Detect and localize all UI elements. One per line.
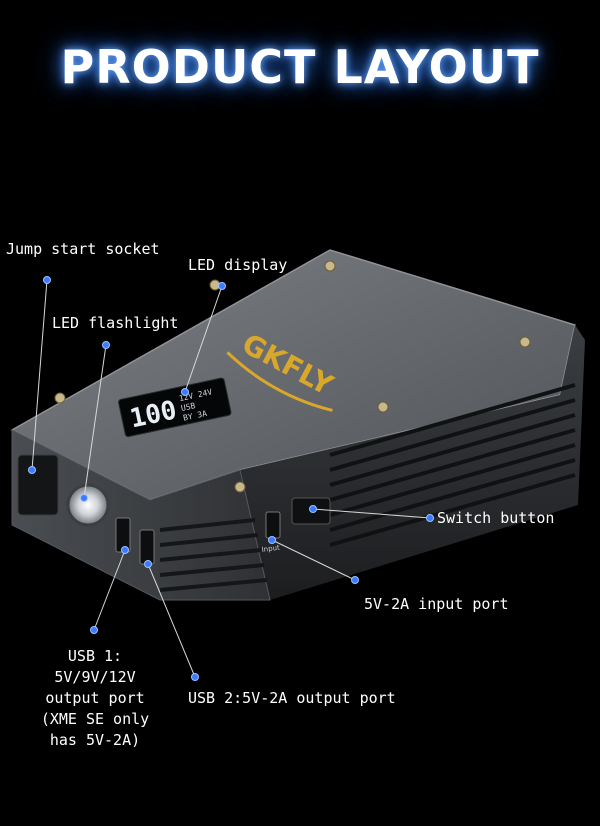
label-usb1-line2: 5V/9V/12V (54, 668, 136, 686)
label-usb1-line1: USB 1: (67, 647, 123, 665)
jump-start-socket (17, 454, 59, 516)
pointer-usb2 (144, 560, 152, 568)
led-display-screen: 100 12V 24V USB BY 3A (118, 377, 232, 438)
pointer-flashlight (80, 494, 88, 502)
usb-port-2 (139, 529, 155, 565)
pointer-switch-end (426, 514, 434, 522)
pointer-usb1 (121, 546, 129, 554)
label-usb1-line5: has 5V-2A) (49, 731, 141, 749)
side-ribs (329, 383, 576, 547)
front-ribs (159, 518, 268, 592)
input-port (265, 511, 281, 539)
label-jump-start-socket: Jump start socket (6, 240, 160, 258)
input-port-label: Input (261, 544, 280, 554)
pointer-switch (309, 505, 317, 513)
pointer-usb1-end (90, 626, 98, 634)
pointer-input (268, 536, 276, 544)
label-input-port: 5V-2A input port (364, 595, 509, 613)
pointer-led-display (181, 388, 189, 396)
pointer-jump-start-top (43, 276, 51, 284)
screws (54, 260, 531, 493)
pointer-flashlight-top (102, 341, 110, 349)
label-usb2: USB 2:5V-2A output port (188, 689, 396, 707)
label-usb1-line4: (XME SE only (40, 710, 150, 728)
label-usb1: USB 1: 5V/9V/12V output port (XME SE onl… (30, 646, 160, 751)
page-title: PRODUCT LAYOUT (60, 40, 540, 94)
pointer-led-display-top (218, 282, 226, 290)
label-led-display: LED display (188, 256, 288, 274)
pointer-input-end (351, 576, 359, 584)
led-flashlight (66, 483, 110, 527)
pointer-usb2-end (191, 673, 199, 681)
label-usb1-line3: output port (45, 689, 145, 707)
label-led-flashlight: LED flashlight (52, 314, 179, 332)
display-usb: USB (180, 401, 196, 413)
pointer-jump-start (28, 466, 36, 474)
label-switch-button: Switch button (437, 509, 555, 527)
